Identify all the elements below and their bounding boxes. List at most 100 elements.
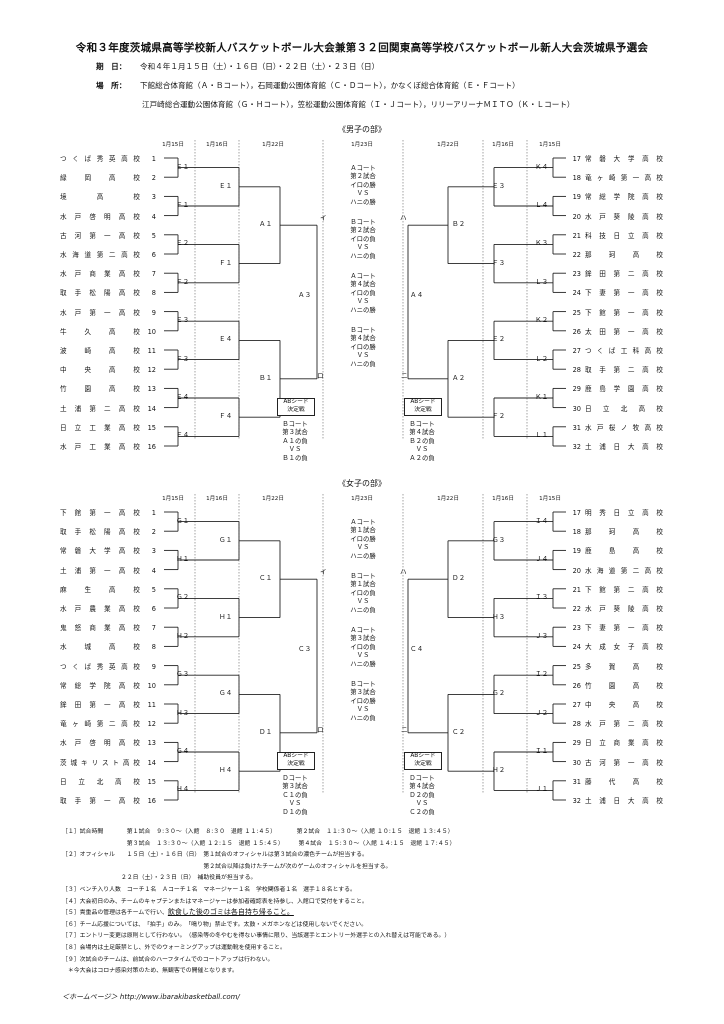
bracket-mark: イ <box>320 568 327 577</box>
note-line: 第３試合 １３:３０～（入館 １２:１５ 退館 １５:４５） 第４試合 １５:３… <box>62 838 456 847</box>
team-name: つくば秀英高校 <box>60 662 140 671</box>
note-text: ［８］会場内は土足厳禁とし、外でのウォーミングアップは運動靴を使用すること。 <box>62 945 286 951</box>
note-text: ［１］試合時間 第１試合 ９:３０～（入館 ８:３０ 退館 １１:４５） 第２試… <box>62 829 454 835</box>
bracket-mark: ハ <box>400 214 407 223</box>
team-number: 26 <box>572 681 581 690</box>
team-number: 31 <box>572 777 581 786</box>
game-label: Ｋ４ <box>535 162 549 171</box>
team-number: 13 <box>147 385 156 394</box>
team-name: 下妻第一高校 <box>585 289 663 298</box>
note-line: ［８］会場内は土足厳禁とし、外でのウォーミングアップは運動靴を使用すること。 <box>62 942 286 951</box>
game-label: Ｈ３ <box>176 708 190 717</box>
team-number: 12 <box>147 720 156 729</box>
team-name: 水海道第二高校 <box>60 251 140 259</box>
team-number: 24 <box>572 289 581 298</box>
team-number: 1 <box>151 509 156 517</box>
team-entry: 24 下妻第一高校 <box>567 287 667 297</box>
note-line: ［３］ベンチ入り人数 コーチ１名 Ａコーチ１名 マネージャー１名 学校関係者１名… <box>62 884 356 893</box>
bracket-mark: ロ <box>317 725 324 734</box>
team-name: 境高校 <box>60 193 140 202</box>
team-name: 水戸桜ノ牧高校 <box>585 423 663 432</box>
team-number: 26 <box>572 327 581 336</box>
page-title: 令和３年度茨城県高等学校新人バスケットボール大会兼第３２回関東高等学校バスケット… <box>75 42 649 54</box>
note-line: ［７］エントリー変更は原則として行わない。（感染等の冬やむを得ない事情に限り、当… <box>62 930 450 939</box>
team-number: 28 <box>572 366 581 375</box>
girls-date-header: 1月15日 <box>539 496 561 502</box>
team-name: 取手松陽高校 <box>60 528 140 537</box>
team-number: 11 <box>147 347 156 355</box>
team-name: 土浦日大高校 <box>585 443 663 451</box>
team-name: つくば工科高校 <box>585 347 663 355</box>
ab-seed-box-right: ABシード決定戦 <box>404 752 442 770</box>
homepage-link[interactable]: http://www.ibarakibasketball.com/ <box>119 993 240 1001</box>
team-name: 牛久高校 <box>60 327 140 336</box>
game-label: Ｃ３ <box>298 645 312 653</box>
team-name: 水戸第一高校 <box>60 308 140 317</box>
team-name: 中央高校 <box>585 701 663 709</box>
game-label: Ｅ１ <box>176 162 190 171</box>
team-number: 19 <box>572 547 581 556</box>
team-number: 27 <box>572 347 581 355</box>
team-entry: 水海道第二高校 6 <box>60 249 164 259</box>
game-label: Ｉ４ <box>535 516 549 525</box>
game-label: Ｇ２ <box>492 689 506 698</box>
girls-section-title: 《女子の部》 <box>338 479 386 488</box>
team-name: 下館第一高校 <box>585 308 663 317</box>
game-label: Ｋ１ <box>535 393 549 401</box>
team-number: 6 <box>151 251 156 259</box>
game-label: Ｆ３ <box>176 354 190 363</box>
note-line: 第２試合以降は負けたチームが次のゲームのオフィシャルを担当する。 <box>62 861 391 870</box>
game-label: Ｈ１ <box>176 555 190 563</box>
game-label: Ｆ２ <box>492 412 506 421</box>
girls-date-header: 1月23日 <box>351 496 373 502</box>
event-venue: 場 所：下館総合体育館（Ａ・Ｂコート），石岡運動公園体育館（Ｃ・Ｄコート），かな… <box>96 80 520 91</box>
note-line: ［５］貴重品の管理は各チームで行い、飲食した後のゴミは各自持ち帰ること。 <box>62 907 294 917</box>
team-name: 水戸商業高校 <box>60 270 140 279</box>
team-name: 多賀高校 <box>585 662 663 671</box>
team-name: 竹園高校 <box>585 681 663 690</box>
team-name: 水戸啓明高校 <box>60 739 140 748</box>
note-text: ［４］大会初日のみ、チームのキャプテンまたはマネージャーは参加者確認表を持参し、… <box>62 898 368 905</box>
team-entry: 27 つくば工科高校 <box>567 345 667 355</box>
game-label: Ｄ１ <box>259 727 273 736</box>
team-number: 17 <box>572 155 581 163</box>
note-text: ［２］オフィシャル １５日（土）・１６日（日） 第１試合のオフィシャルは第３試合… <box>62 852 368 859</box>
boys-section-title: 《男子の部》 <box>338 125 386 134</box>
bracket-mark: ニ <box>401 371 408 380</box>
team-number: 11 <box>147 701 156 709</box>
ab-seed-box-left: ABシード決定戦 <box>277 398 315 416</box>
team-name: 鹿島高校 <box>585 547 663 556</box>
team-name: 水戸工業高校 <box>60 443 140 451</box>
team-number: 16 <box>147 797 156 805</box>
boys-date-header: 1月15日 <box>162 142 184 148</box>
homepage-label: ＜ホームページ＞ <box>62 993 118 1001</box>
boys-date-header: 1月22日 <box>437 142 459 148</box>
team-number: 30 <box>572 758 581 767</box>
team-number: 4 <box>151 566 156 575</box>
team-number: 23 <box>572 270 581 279</box>
team-name: 水戸第二高校 <box>585 720 663 729</box>
game-label: Ｌ２ <box>535 354 549 363</box>
team-name: 常総学院高校 <box>60 681 140 690</box>
game-label: Ｊ１ <box>535 785 549 794</box>
team-number: 24 <box>572 643 581 652</box>
